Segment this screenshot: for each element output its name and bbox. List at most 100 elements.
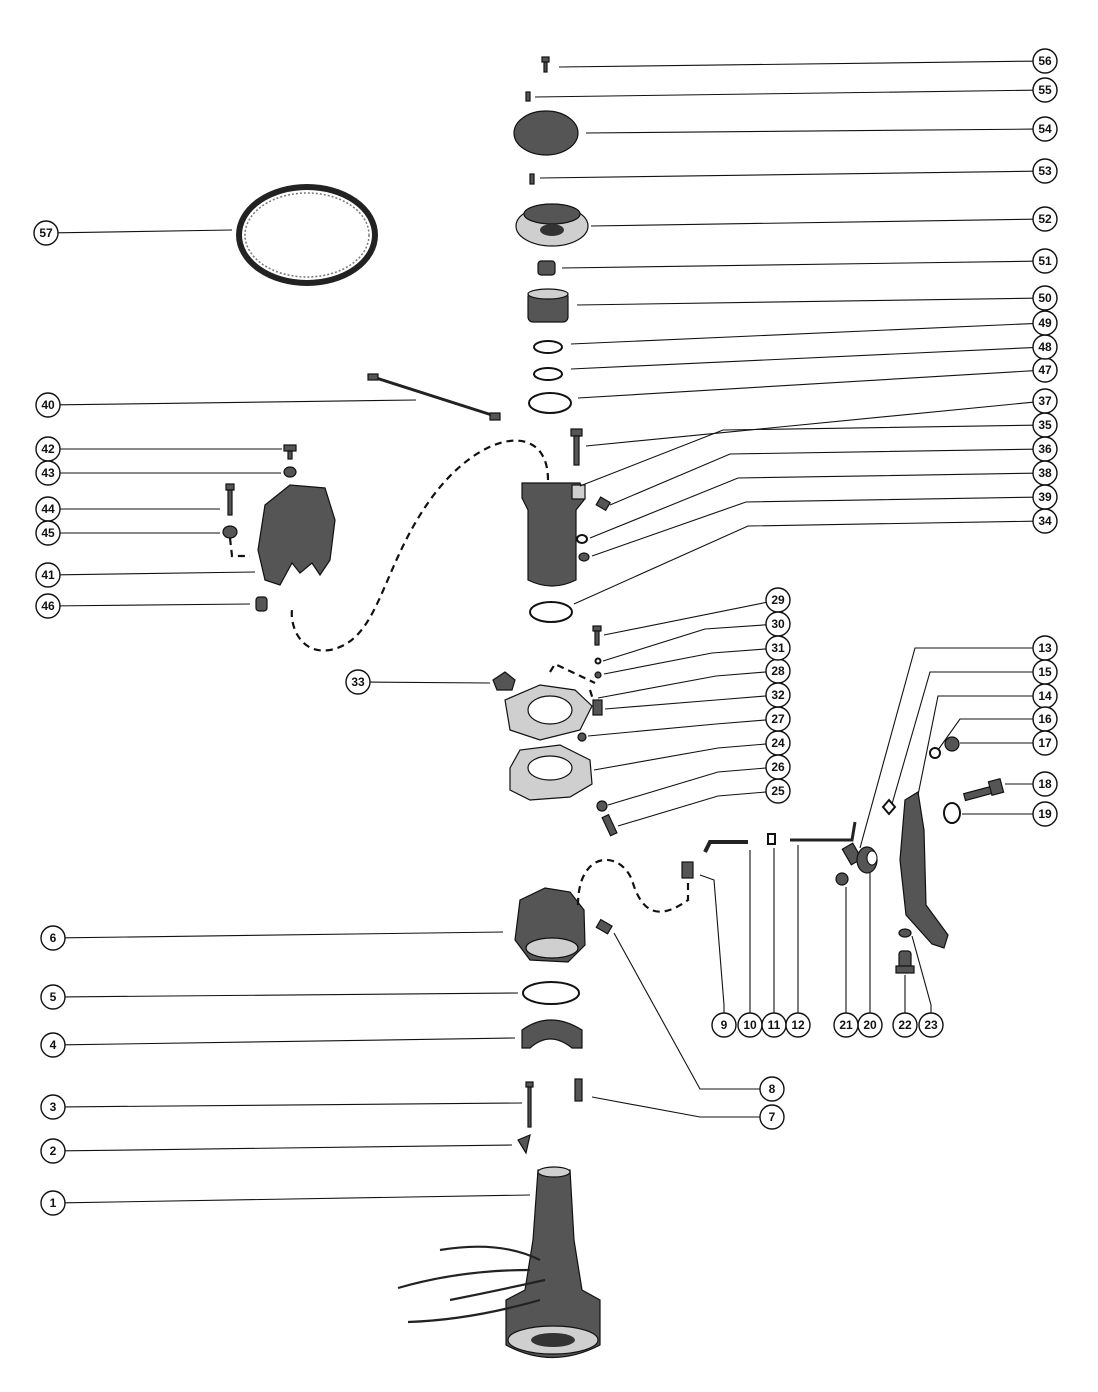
- callout-57: 57: [33, 220, 233, 246]
- link-part-12: [790, 821, 857, 842]
- o-ring-part-47: [528, 392, 572, 414]
- housing-part: [521, 482, 586, 587]
- callout-53: 53: [539, 158, 1058, 184]
- callout-number: 26: [771, 760, 785, 774]
- callout-number: 11: [768, 1018, 781, 1032]
- cable-part-40: [367, 373, 501, 421]
- callout-28: 28: [597, 658, 791, 699]
- washer-part-38: [576, 534, 588, 544]
- callout-13: 13: [859, 635, 1058, 849]
- leader-line: [570, 322, 1034, 345]
- pin-part-23: [898, 928, 912, 938]
- callout-number: 10: [743, 1018, 757, 1032]
- callout-circle: [35, 520, 61, 546]
- leader-line: [577, 370, 1034, 399]
- leader-line: [859, 647, 1033, 849]
- callout-number: 34: [1038, 514, 1052, 528]
- callout-number: 16: [1038, 712, 1052, 726]
- leader-line: [573, 520, 1034, 605]
- callout-6: 6: [40, 925, 504, 951]
- callout-number: 48: [1038, 340, 1052, 354]
- leader-line: [603, 601, 767, 636]
- leader-line: [539, 170, 1034, 179]
- callout-14: 14: [917, 683, 1058, 796]
- callout-52: 52: [590, 206, 1058, 232]
- callout-48: 48: [570, 334, 1058, 370]
- callout-number: 35: [1038, 418, 1052, 432]
- callout-19: 19: [962, 801, 1058, 827]
- washer-part-27: [577, 732, 587, 742]
- callout-34: 34: [573, 508, 1058, 605]
- callout-number: 30: [771, 617, 785, 631]
- callout-number: 7: [769, 1110, 776, 1124]
- callout-24: 24: [593, 730, 791, 771]
- callout-circle: [765, 754, 791, 780]
- bracket-part-33: [492, 671, 516, 691]
- bushing-part-46: [255, 596, 268, 612]
- callout-number: 47: [1038, 363, 1052, 377]
- washer-part-16: [929, 747, 941, 759]
- callout-51: 51: [561, 248, 1058, 274]
- callout-circle: [759, 1076, 785, 1102]
- callout-18: 18: [1005, 771, 1058, 797]
- snap-ring-part-48: [533, 367, 563, 381]
- callout-circle: [1032, 248, 1058, 274]
- o-ring-part-34: [529, 601, 573, 623]
- screw-part-3: [525, 1081, 534, 1128]
- callout-9: 9: [699, 874, 737, 1038]
- callout-32: 32: [604, 682, 791, 710]
- callout-number: 45: [41, 526, 55, 540]
- callout-42: 42: [35, 436, 282, 462]
- leader-line: [604, 695, 767, 710]
- leader-line: [603, 648, 767, 675]
- leader-line: [585, 128, 1034, 134]
- callout-circle: [1032, 116, 1058, 142]
- callout-30: 30: [602, 611, 791, 662]
- callout-number: 28: [771, 664, 785, 678]
- washer-part-19: [943, 802, 961, 824]
- clamp-part-4: [521, 1019, 583, 1049]
- callout-20: 20: [857, 872, 883, 1038]
- leader-line: [591, 496, 1034, 557]
- callout-number: 20: [863, 1018, 877, 1032]
- callout-circle: [892, 1012, 918, 1038]
- callout-33: 33: [345, 669, 491, 695]
- leader-line: [64, 1194, 531, 1204]
- screw-part-56: [541, 56, 550, 73]
- leader-line: [891, 671, 1033, 805]
- leader-line: [59, 399, 417, 406]
- callout-number: 43: [41, 466, 55, 480]
- pin-part-55: [525, 91, 531, 102]
- callout-circle: [35, 593, 61, 619]
- callout-17: 17: [960, 730, 1058, 756]
- callout-number: 49: [1038, 316, 1052, 330]
- sleeve-part-11: [767, 833, 776, 845]
- dashed-bracket-28: [549, 662, 599, 713]
- callout-50: 50: [576, 285, 1058, 311]
- callout-number: 17: [1038, 736, 1052, 750]
- leader-line: [937, 718, 1033, 751]
- callout-circle: [1032, 730, 1058, 756]
- callout-number: 5: [50, 990, 57, 1004]
- callout-circle: [1032, 388, 1058, 414]
- callout-10: 10: [737, 850, 763, 1038]
- callout-number: 41: [41, 568, 55, 582]
- callout-circle: [1032, 659, 1058, 685]
- callout-number: 25: [771, 784, 785, 798]
- callout-39: 39: [591, 484, 1058, 557]
- callout-circle: [1032, 801, 1058, 827]
- callout-number: 4: [50, 1038, 57, 1052]
- leader-line: [589, 472, 1034, 539]
- callout-number: 44: [41, 502, 55, 516]
- callout-number: 15: [1038, 665, 1052, 679]
- callout-number: 46: [41, 599, 55, 613]
- spacer-part-32: [592, 699, 603, 716]
- leader-line: [591, 1096, 760, 1118]
- callout-36: 36: [609, 436, 1058, 506]
- leader-line: [570, 347, 1034, 370]
- callout-31: 31: [603, 635, 791, 675]
- callout-45: 45: [35, 520, 220, 546]
- callout-circle: [1032, 771, 1058, 797]
- base-part-1: [505, 1166, 601, 1358]
- leader-line: [59, 571, 256, 576]
